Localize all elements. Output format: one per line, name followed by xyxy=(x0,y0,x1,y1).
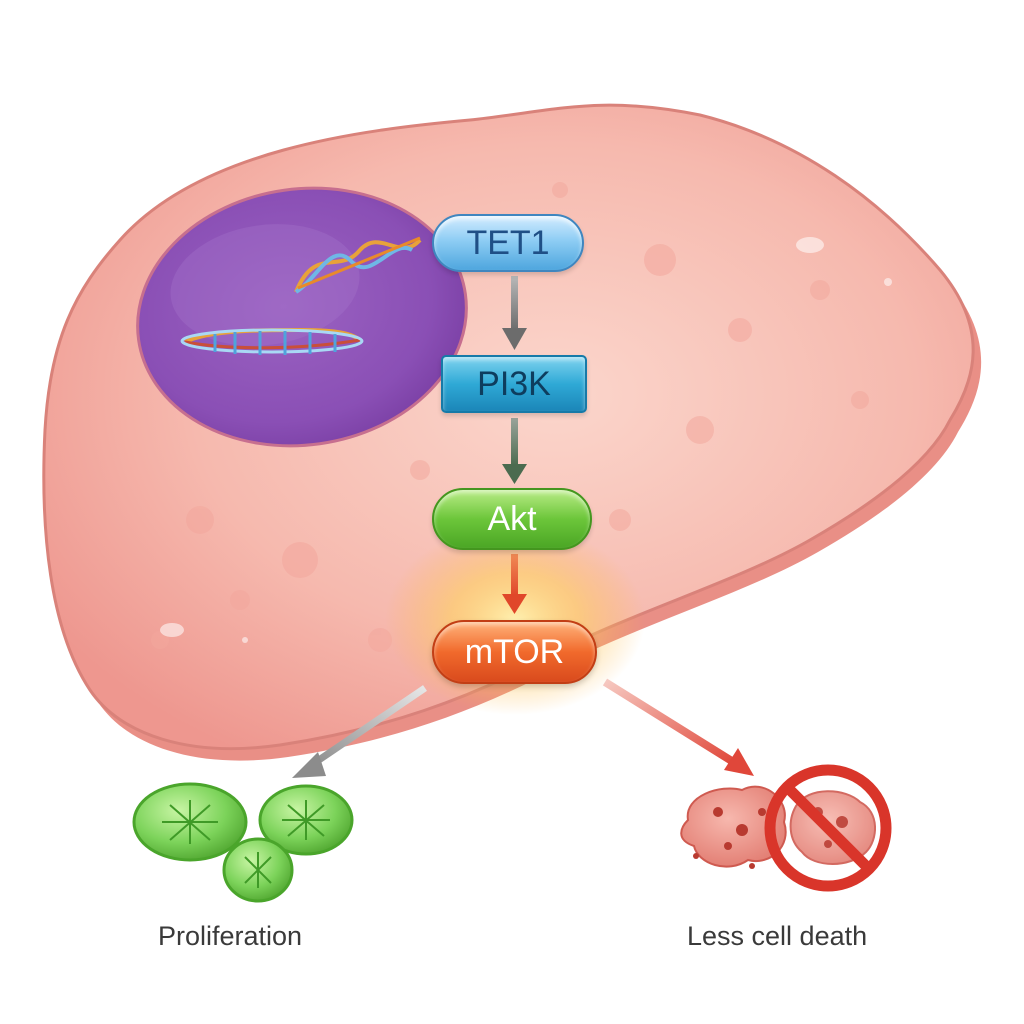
no-cell-death-icon xyxy=(680,764,892,892)
dna-helix-icon xyxy=(180,236,422,355)
arrow-pi3k-akt xyxy=(502,418,527,484)
arrow-to-less-cell-death xyxy=(602,678,754,776)
arrow-to-proliferation xyxy=(292,685,427,778)
tet1-node: TET1 xyxy=(432,214,584,272)
cytoplasm-texture xyxy=(151,182,869,652)
less-cell-death-label: Less cell death xyxy=(687,921,868,951)
mtor-node: mTOR xyxy=(432,620,597,684)
cytoplasm-highlights xyxy=(160,237,892,643)
arrow-akt-mtor xyxy=(502,554,527,614)
proliferation-label: Proliferation xyxy=(158,921,303,951)
pi3k-node: PI3K xyxy=(441,355,587,413)
arrow-tet1-pi3k xyxy=(502,276,527,350)
nucleus-highlight xyxy=(170,224,360,346)
akt-node: Akt xyxy=(432,488,592,550)
dividing-cells-icon xyxy=(132,782,354,903)
